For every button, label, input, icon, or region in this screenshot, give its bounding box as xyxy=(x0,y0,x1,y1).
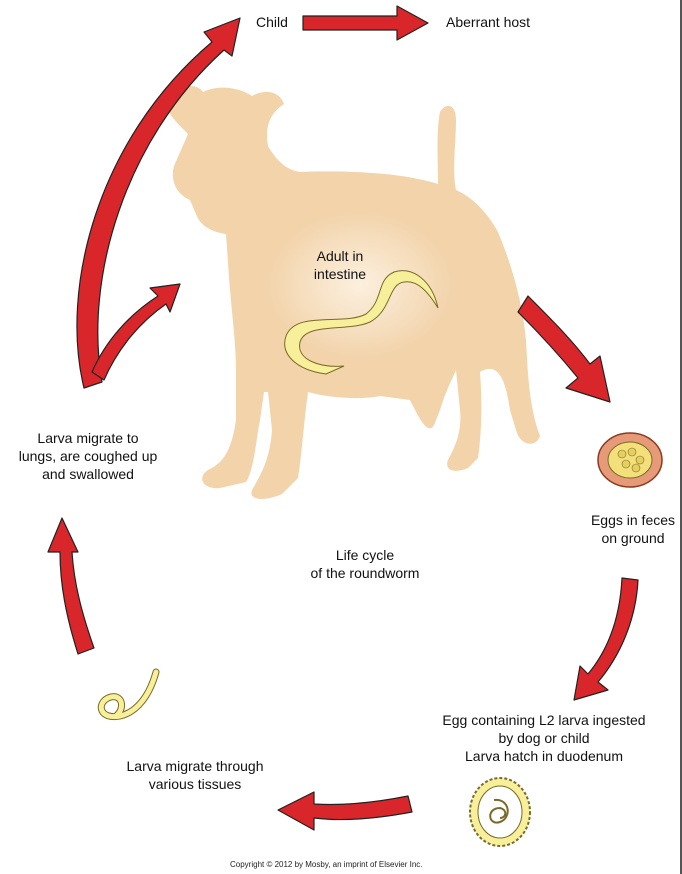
label-line: by dog or child xyxy=(498,730,590,746)
label-aberrant-host: Aberrant host xyxy=(446,14,531,30)
arrows xyxy=(47,5,639,831)
larva-icon xyxy=(97,668,160,721)
arrow-lungs-to-child xyxy=(76,17,241,389)
egg-l2-larva-icon xyxy=(469,777,531,847)
label-line: Larva migrate through xyxy=(126,758,264,774)
arrow-dog-to-eggs xyxy=(517,295,611,403)
label-adult-intestine: Adult in intestine xyxy=(298,247,382,283)
label-center-title: Life cycle of the roundworm xyxy=(290,546,440,582)
arrow-eggs-to-ingested xyxy=(573,577,639,701)
label-line: and swallowed xyxy=(42,466,134,482)
label-child: Child xyxy=(256,14,288,30)
label-larva-tissues: Larva migrate through various tissues xyxy=(112,757,278,793)
arrow-ingested-to-tissues xyxy=(277,791,413,831)
copyright-notice: Copyright © 2012 by Mosby, an imprint of… xyxy=(230,860,423,869)
label-line: on ground xyxy=(601,530,665,546)
egg-feces-icon xyxy=(597,432,663,488)
label-line: various tissues xyxy=(148,776,242,792)
label-line: Life cycle xyxy=(335,547,395,563)
label-line: of the roundworm xyxy=(310,565,420,581)
label-line: Egg containing L2 larva ingested xyxy=(442,712,646,728)
frame-edge xyxy=(680,0,682,874)
label-line: Eggs in feces xyxy=(590,512,676,528)
adult-worm xyxy=(284,270,439,375)
arrow-tissues-to-lungs xyxy=(47,517,95,655)
arrow-lungs-to-dog xyxy=(91,283,181,381)
label-line: Larva migrate to xyxy=(37,430,139,446)
label-line: intestine xyxy=(313,266,367,282)
label-line: Adult in xyxy=(316,248,364,264)
label-eggs-feces: Eggs in feces on ground xyxy=(584,511,682,547)
label-line: lungs, are coughed up xyxy=(18,448,158,464)
label-line: Larva hatch in duodenum xyxy=(465,748,623,764)
arrow-child-to-aberrant xyxy=(302,5,429,41)
label-larva-lungs: Larva migrate to lungs, are coughed up a… xyxy=(12,429,164,483)
label-egg-ingested: Egg containing L2 larva ingested by dog … xyxy=(428,711,660,765)
dog-silhouette xyxy=(166,86,540,499)
